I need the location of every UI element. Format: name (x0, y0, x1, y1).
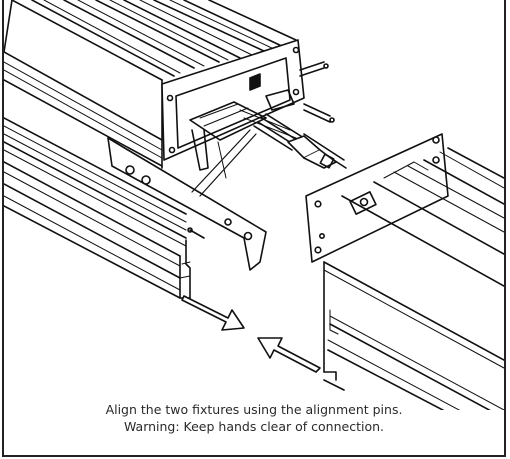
assembly-illustration (4, 0, 504, 410)
arrow-right-down-icon (181, 295, 245, 331)
right-fixture-housing (305, 133, 504, 410)
arrow-left-up-icon (257, 337, 321, 373)
caption-line-warning: Warning: Keep hands clear of connection. (123, 419, 385, 434)
caption-line-alignment: Align the two fixtures using the alignme… (105, 402, 403, 417)
instruction-caption: Align the two fixtures using the alignme… (4, 401, 504, 435)
left-fixture-housing (4, 0, 347, 299)
